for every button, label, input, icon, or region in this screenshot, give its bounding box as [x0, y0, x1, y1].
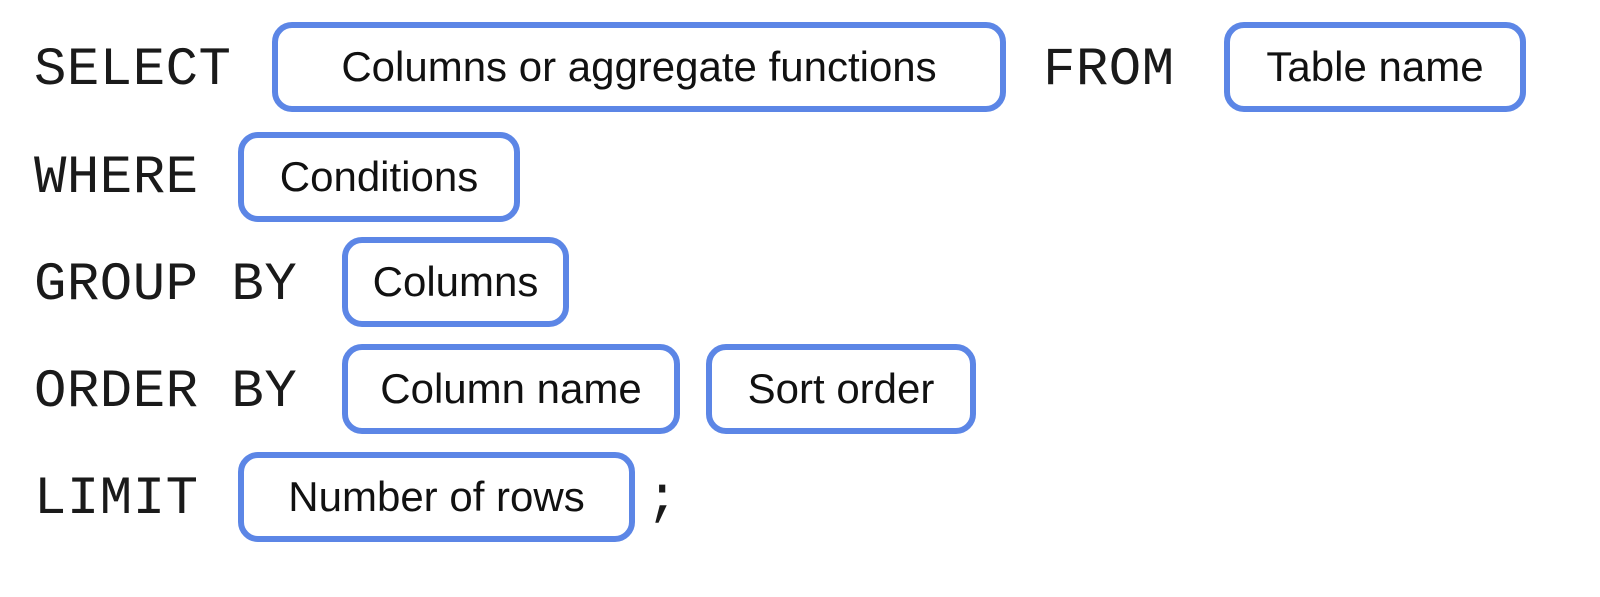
group-by-columns-placeholder: Columns: [342, 237, 569, 327]
sort-order-placeholder: Sort order: [706, 344, 976, 434]
group-by-keyword: GROUP BY: [34, 255, 298, 316]
where-keyword: WHERE: [34, 148, 199, 209]
select-keyword: SELECT: [34, 40, 232, 101]
order-by-keyword: ORDER BY: [34, 362, 298, 423]
conditions-placeholder: Conditions: [238, 132, 520, 222]
number-of-rows-placeholder: Number of rows: [238, 452, 635, 542]
select-columns-placeholder: Columns or aggregate functions: [272, 22, 1006, 112]
from-keyword: FROM: [1043, 40, 1175, 101]
limit-keyword: LIMIT: [34, 469, 199, 530]
table-name-placeholder: Table name: [1224, 22, 1526, 112]
order-by-column-name-placeholder: Column name: [342, 344, 680, 434]
statement-terminator: ;: [646, 469, 679, 530]
